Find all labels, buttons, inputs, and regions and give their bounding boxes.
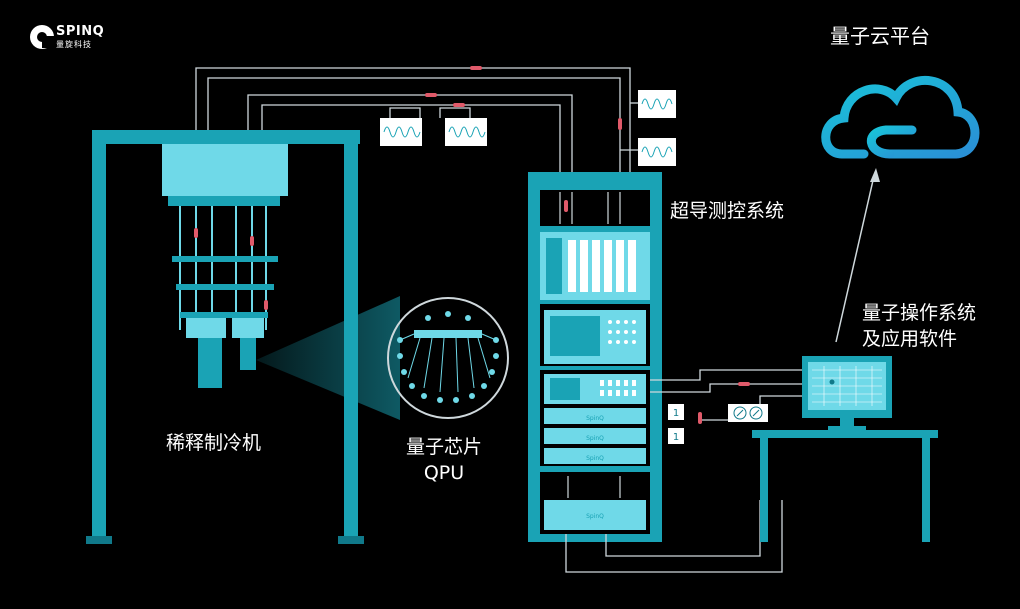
dilution-refrigerator-frame [86, 130, 364, 544]
rack-module-brand: SpinQ [586, 513, 604, 520]
rack-awg-unit [540, 232, 650, 300]
fridge-label: 稀释制冷机 [166, 432, 262, 454]
brand-name-cn: 量旋科技 [56, 40, 92, 49]
waveform-box [380, 118, 422, 146]
waveform-box [445, 118, 487, 146]
cloud-platform-label: 量子云平台 [830, 24, 930, 48]
cloud-icon [821, 76, 980, 159]
rack-modules [544, 408, 646, 464]
os-label: 量子操作系统 及应用软件 [862, 300, 976, 352]
chip-label: 量子芯片 QPU [394, 434, 494, 486]
svg-text:1: 1 [673, 432, 679, 443]
os-label-line1: 量子操作系统 [862, 302, 977, 324]
control-rack [528, 172, 662, 542]
rack-module-brand: SpinQ [586, 415, 604, 422]
svg-text:1: 1 [673, 408, 679, 419]
upload-arrow [835, 168, 880, 343]
dilution-refrigerator [162, 144, 288, 388]
zoom-beam [256, 296, 400, 420]
qpu-chip [387, 297, 509, 419]
brand-logo: SPINQ 量旋科技 [22, 22, 142, 52]
workstation-desk [752, 430, 938, 542]
channel-badge: 1 [668, 404, 684, 420]
rack-scope-unit [544, 310, 646, 364]
chip-label-line2: QPU [423, 462, 465, 484]
rack-analyzer-unit [544, 374, 646, 404]
brand-name: SPINQ [56, 24, 105, 39]
os-label-line2: 及应用软件 [862, 328, 958, 350]
rack-module-brand: SpinQ [586, 455, 604, 462]
waveform-box [638, 90, 676, 118]
meter-box [728, 404, 768, 422]
control-system-label: 超导测控系统 [670, 200, 785, 222]
computer-wire-markers [698, 382, 750, 424]
signal-markers [425, 66, 622, 130]
waveform-box [638, 138, 676, 166]
channel-badge: 1 [668, 428, 684, 444]
spinq-logo-icon [30, 25, 54, 49]
chip-label-line1: 量子芯片 [405, 436, 482, 458]
workstation-monitor [802, 356, 892, 430]
rack-module-brand: SpinQ [586, 435, 604, 442]
signal-wires [195, 67, 640, 210]
